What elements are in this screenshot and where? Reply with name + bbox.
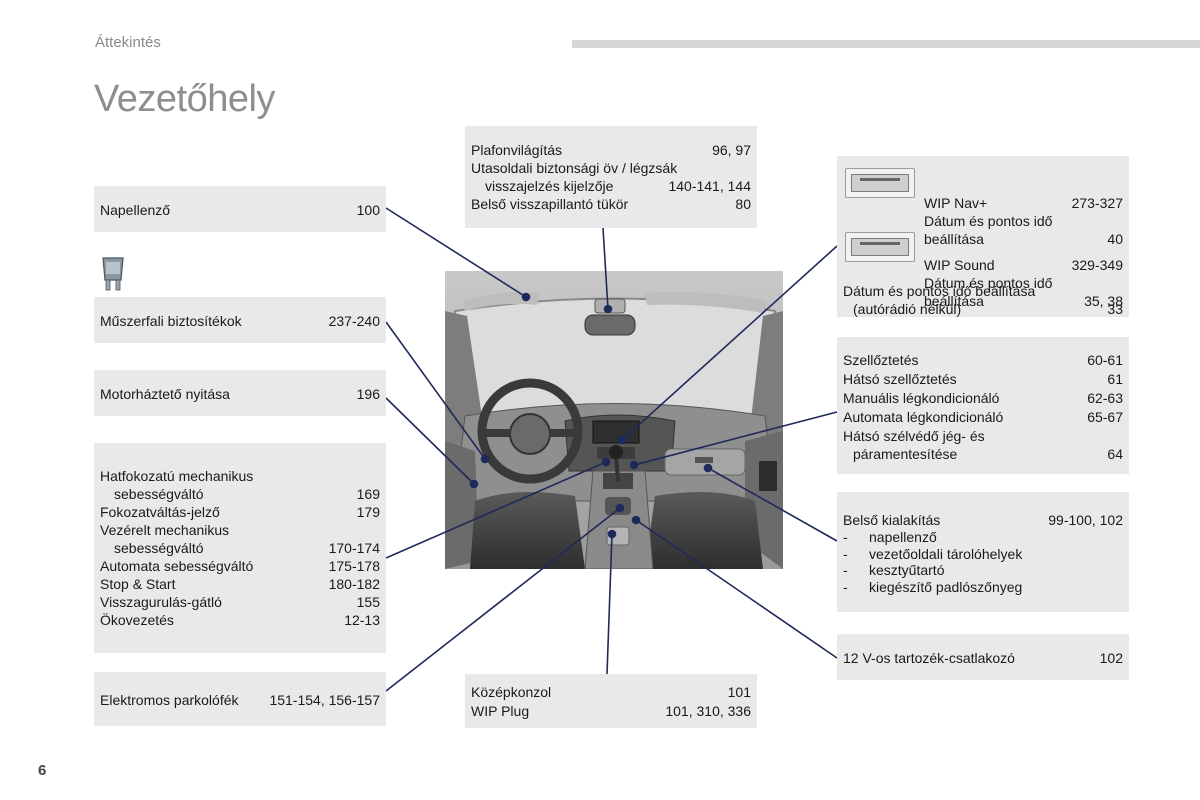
gearbox-item-ref: 169 bbox=[356, 486, 380, 502]
gearbox-item-ref: 179 bbox=[356, 504, 380, 520]
motorhazteto-box: Motorháztető nyitása 196 bbox=[94, 370, 386, 416]
gearbox-item-ref: 12-13 bbox=[344, 612, 380, 628]
hvac-item-label: Szellőztetés bbox=[843, 352, 919, 368]
gearbox-item-label: Vezérelt mechanikus bbox=[100, 522, 230, 538]
hvac-item-ref: 60-61 bbox=[1087, 352, 1123, 368]
csatlakozo-ref: 102 bbox=[1099, 650, 1123, 666]
line-motorhazteto bbox=[385, 397, 475, 485]
motorhazteto-label: Motorháztető nyitása bbox=[100, 386, 230, 402]
kozepkonzol-ref: 101 bbox=[727, 684, 751, 700]
wip-plug-ref: 101, 310, 336 bbox=[665, 703, 751, 719]
no-radio-ref: 33 bbox=[1107, 301, 1123, 317]
belso-list-item: kiegészítő padlószőnyeg bbox=[869, 578, 1023, 595]
kozepkonzol-label: Középkonzol bbox=[471, 684, 552, 700]
wip-nav-sub-ref: 40 bbox=[1107, 231, 1123, 247]
gearbox-item-label: Fokozatváltás-jelző bbox=[100, 504, 220, 520]
wip-nav-sub-cont: beállítása bbox=[924, 231, 984, 247]
napellenzo-label: Napellenző bbox=[100, 202, 171, 218]
parkolofek-ref: 151-154, 156-157 bbox=[269, 692, 380, 708]
line-kozepkonzol bbox=[606, 533, 613, 675]
belso-label: Belső kialakítás bbox=[843, 512, 941, 528]
hatso-szelvedo-label: Hátsó szélvédő jég- és bbox=[843, 428, 985, 444]
utasoldali-label-cont: visszajelzés kijelzője bbox=[485, 178, 614, 194]
line-biztositekok bbox=[385, 321, 486, 460]
hvac-item-ref: 62-63 bbox=[1087, 390, 1123, 406]
csatlakozo-box: 12 V-os tartozék-csatlakozó 102 bbox=[837, 634, 1129, 680]
hvac-item-ref: 65-67 bbox=[1087, 409, 1123, 425]
hvac-item-label: Automata légkondicionáló bbox=[843, 409, 1004, 425]
page-number: 6 bbox=[38, 762, 47, 779]
line-belso bbox=[707, 467, 838, 542]
csatlakozo-label: 12 V-os tartozék-csatlakozó bbox=[843, 650, 1015, 666]
wip-nav-ref: 273-327 bbox=[1071, 195, 1123, 211]
tukor-ref: 80 bbox=[735, 196, 751, 212]
wip-plug-label: WIP Plug bbox=[471, 703, 530, 719]
plafon-ref: 96, 97 bbox=[712, 142, 751, 158]
motorhazteto-ref: 196 bbox=[356, 386, 380, 402]
hvac-box: Szellőztetés 60-61 Hátsó szellőztetés 61 M… bbox=[837, 337, 1129, 474]
line-csatlakozo bbox=[635, 519, 838, 659]
line-napellenzo bbox=[385, 207, 527, 298]
gearbox-item-label: Visszagurulás-gátló bbox=[100, 594, 222, 610]
gearbox-item-ref: 155 bbox=[356, 594, 380, 610]
section-label: Áttekintés bbox=[95, 34, 161, 51]
gearbox-item-label: Automata sebességváltó bbox=[100, 558, 254, 574]
gearbox-item-ref: 180-182 bbox=[328, 576, 380, 592]
tukor-label: Belső visszapillantó tükör bbox=[471, 196, 629, 212]
line-top bbox=[602, 227, 609, 310]
biztositekok-ref: 237-240 bbox=[328, 313, 380, 329]
header-rule bbox=[572, 40, 1200, 48]
top-center-box: Plafonvilágítás 96, 97 Utasoldali biztons… bbox=[465, 126, 757, 228]
gearbox-item-label: Ökovezetés bbox=[100, 612, 174, 628]
line-gearbox bbox=[385, 461, 607, 559]
plafon-label: Plafonvilágítás bbox=[471, 142, 563, 158]
wip-sound-sub: Dátum és pontos idő bbox=[924, 275, 1053, 291]
wip-sound-ref: 329-349 bbox=[1071, 257, 1123, 273]
parkolofek-label: Elektromos parkolófék bbox=[100, 692, 239, 708]
wip-sound-sub-ref: 35, 38 bbox=[1084, 293, 1123, 309]
no-radio-label-cont: (autórádió nélkül) bbox=[853, 301, 962, 317]
biztositekok-label: Műszerfali biztosítékok bbox=[100, 313, 242, 329]
wip-sound-radio-icon bbox=[845, 232, 915, 262]
dashboard-illustration bbox=[445, 271, 783, 569]
hatso-szelvedo-ref: 64 bbox=[1107, 446, 1123, 462]
hatso-szelvedo-label-cont: páramentesítése bbox=[853, 446, 958, 462]
audio-box: WIP Nav+ 273-327 Dátum és pontos idő beál… bbox=[837, 156, 1129, 317]
belso-list-item: kesztyűtartó bbox=[869, 562, 945, 578]
belso-list-item: napellenző bbox=[869, 529, 937, 545]
wip-nav-sub: Dátum és pontos idő bbox=[924, 213, 1053, 229]
gearbox-item-ref: 175-178 bbox=[328, 558, 380, 574]
line-radio bbox=[621, 245, 838, 441]
napellenzo-box: Napellenző 100 bbox=[94, 186, 386, 232]
wip-nav-radio-icon bbox=[845, 168, 915, 198]
parkolofek-box: Elektromos parkolófék 151-154, 156-157 bbox=[94, 672, 386, 726]
biztositekok-box: Műszerfali biztosítékok 237-240 bbox=[94, 297, 386, 343]
kozepkonzol-box: Középkonzol 101 WIP Plug 101, 310, 336 bbox=[465, 674, 757, 728]
page-title: Vezetőhely bbox=[94, 78, 275, 120]
belso-list-item: vezetőoldali tárolóhelyek bbox=[869, 545, 1023, 562]
hvac-item-label: Manuális légkondicionáló bbox=[843, 390, 1000, 406]
wip-nav-label: WIP Nav+ bbox=[924, 195, 988, 211]
wip-sound-sub-cont: beállítása bbox=[924, 293, 984, 309]
no-radio-label: Dátum és pontos idő beállítása bbox=[843, 283, 1036, 299]
fuse-icon bbox=[102, 257, 124, 291]
belso-ref: 99-100, 102 bbox=[1048, 512, 1123, 528]
gearbox-item-label: sebességváltó bbox=[114, 486, 204, 502]
napellenzo-ref: 100 bbox=[356, 202, 380, 218]
gearbox-item-label: Stop & Start bbox=[100, 576, 176, 592]
line-hvac bbox=[633, 411, 838, 466]
gearbox-item-ref: 170-174 bbox=[328, 540, 380, 556]
hvac-item-label: Hátsó szellőztetés bbox=[843, 371, 957, 387]
line-parkolofek bbox=[385, 507, 621, 692]
hvac-item-ref: 61 bbox=[1107, 371, 1123, 387]
gearbox-item-label: sebességváltó bbox=[114, 540, 204, 556]
utasoldali-ref: 140-141, 144 bbox=[668, 178, 751, 194]
wip-sound-label: WIP Sound bbox=[924, 257, 995, 273]
gearbox-item-label: Hatfokozatú mechanikus bbox=[100, 468, 254, 484]
utasoldali-label: Utasoldali biztonsági öv / légzsák bbox=[471, 160, 678, 176]
